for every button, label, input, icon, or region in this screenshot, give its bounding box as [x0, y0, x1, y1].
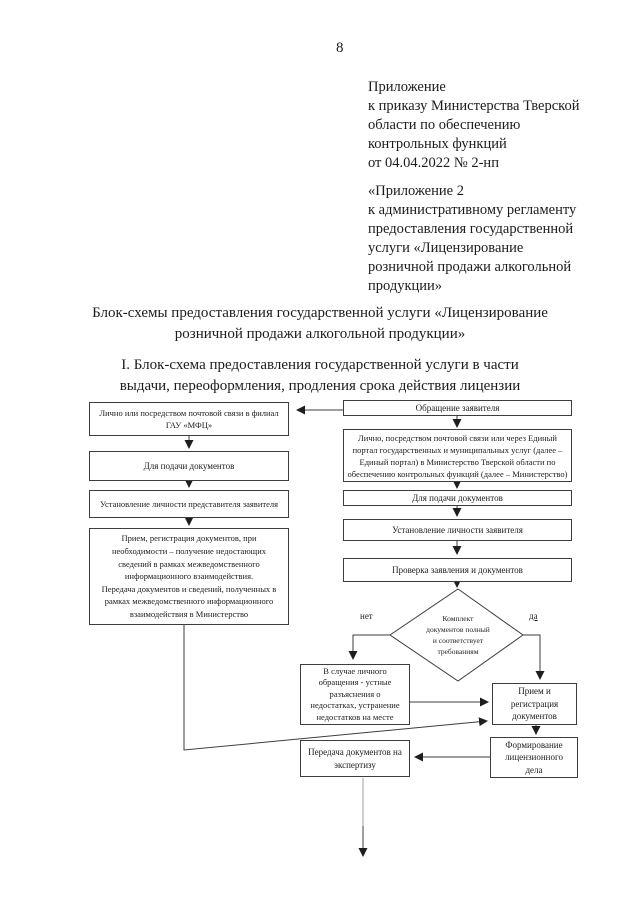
document-title: Блок-схемы предоставления государственно…	[92, 305, 548, 342]
page-number: 8	[336, 40, 344, 56]
flow-box-mfc-apply: Лично или посредством почтовой связи в ф…	[89, 402, 289, 436]
flow-box-ministry-check: Проверка заявления и документов	[343, 558, 572, 582]
appendix-reference: Приложение к приказу Министерства Тверск…	[368, 79, 580, 171]
flow-box-ministry-apply: Лично, посредством почтовой связи или че…	[343, 429, 572, 482]
decision-diamond-text: Комплект документов полный и соответству…	[426, 614, 490, 656]
flow-box-mfc-reception: Прием, регистрация документов, при необх…	[89, 528, 289, 625]
flow-box-ministry-start: Обращение заявителя	[343, 400, 572, 416]
flow-box-defects: В случае личного обращения - устные разъ…	[300, 664, 410, 725]
section-title: I. Блок-схема предоставления государстве…	[119, 357, 521, 394]
flow-box-mfc-purpose: Для подачи документов	[89, 451, 289, 481]
flow-box-case-formation: Формирование лицензионного дела	[490, 737, 578, 778]
flow-box-ministry-purpose: Для подачи документов	[343, 490, 572, 506]
flow-box-expertise: Передача документов на экспертизу	[300, 740, 410, 777]
flow-box-mfc-identity: Установление личности представителя заяв…	[89, 490, 289, 518]
decision-label-no: нет	[360, 611, 373, 621]
flow-box-registration: Прием и регистрация документов	[492, 683, 577, 725]
flow-box-ministry-identity: Установление личности заявителя	[343, 519, 572, 541]
appendix-title: «Приложение 2 к административному реглам…	[368, 183, 577, 294]
decision-label-yes: да	[529, 611, 538, 621]
